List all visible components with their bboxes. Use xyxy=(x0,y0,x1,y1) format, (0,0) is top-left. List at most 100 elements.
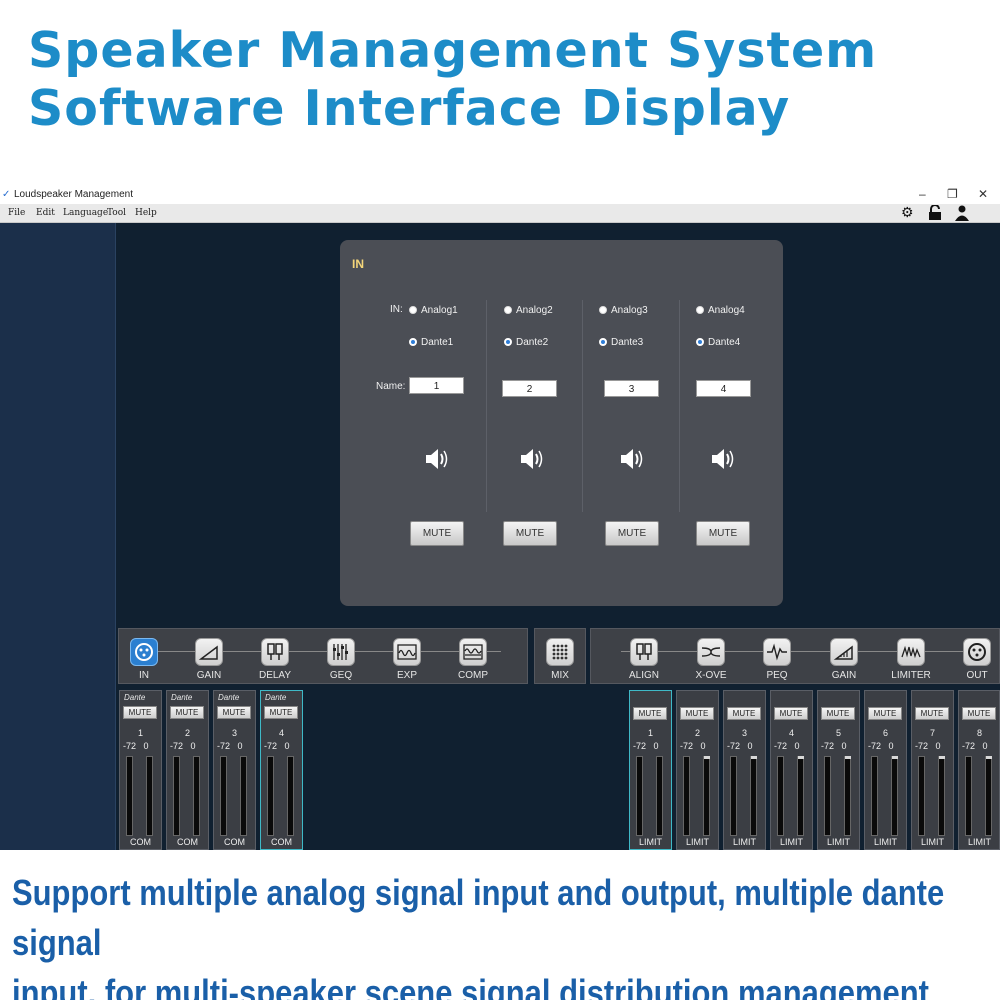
gain-fader-handle[interactable] xyxy=(751,756,757,759)
channel-mute-button[interactable]: MUTE xyxy=(821,707,855,720)
dante3-radio[interactable] xyxy=(599,338,607,346)
level-meter xyxy=(193,756,200,836)
channel-footer: COM xyxy=(177,837,198,847)
speaker-icon[interactable] xyxy=(709,445,737,473)
channel-mute-button[interactable]: MUTE xyxy=(962,707,996,720)
align-module-icon[interactable] xyxy=(630,638,658,666)
analog3-radio[interactable] xyxy=(599,306,607,314)
peq-module-icon[interactable] xyxy=(763,638,791,666)
meter-max: 0 xyxy=(237,741,243,751)
channel-footer: LIMIT xyxy=(873,837,897,847)
exp-module-icon[interactable] xyxy=(393,638,421,666)
analog4-radio[interactable] xyxy=(696,306,704,314)
speaker-icon[interactable] xyxy=(518,445,546,473)
channel-mute-button[interactable]: MUTE xyxy=(217,706,251,719)
restore-button[interactable]: ❐ xyxy=(947,187,958,201)
output-channel-strip[interactable]: MUTE 3 -72 0 LIMIT xyxy=(723,690,766,850)
dante2-radio[interactable] xyxy=(504,338,512,346)
name-field-1[interactable]: 1 xyxy=(409,377,464,394)
meter-min: -72 xyxy=(217,741,231,751)
channel-mute-button[interactable]: MUTE xyxy=(915,707,949,720)
meter-max: 0 xyxy=(935,741,941,751)
channel-number: 8 xyxy=(976,728,982,738)
output-processing-strip: ALIGN X-OVE PEQ GAIN LIMITER OUT xyxy=(590,628,1000,684)
channel-mute-button[interactable]: MUTE xyxy=(123,706,157,719)
menu-file[interactable]: File xyxy=(8,208,26,218)
gain-module-icon[interactable] xyxy=(195,638,223,666)
channel-footer: COM xyxy=(271,837,292,847)
module-label-out: OUT xyxy=(966,670,988,681)
delay-module-icon[interactable] xyxy=(261,638,289,666)
gear-icon[interactable]: ⚙ xyxy=(901,205,914,221)
level-meter xyxy=(636,756,643,836)
in-module-icon[interactable] xyxy=(130,638,158,666)
sidebar xyxy=(0,223,116,850)
channel-mute-button[interactable]: MUTE xyxy=(727,707,761,720)
name-field-2[interactable]: 2 xyxy=(502,380,557,397)
comp-module-icon[interactable] xyxy=(459,638,487,666)
minimize-button[interactable]: – xyxy=(919,187,926,201)
name-label: Name: xyxy=(376,381,406,392)
analog1-radio[interactable] xyxy=(409,306,417,314)
output-channel-strip[interactable]: MUTE 7 -72 0 LIMIT xyxy=(911,690,954,850)
name-field-3[interactable]: 3 xyxy=(604,380,659,397)
output-channel-strip[interactable]: MUTE 8 -72 0 LIMIT xyxy=(958,690,1000,850)
gain-fader-handle[interactable] xyxy=(892,756,898,759)
crossover-module-icon[interactable] xyxy=(697,638,725,666)
user-icon[interactable] xyxy=(955,205,969,225)
input-processing-strip: IN GAIN DELAY GEQ EXP COMP xyxy=(118,628,528,684)
channel-mute-button[interactable]: MUTE xyxy=(774,707,808,720)
close-button[interactable]: ✕ xyxy=(978,187,989,201)
divider xyxy=(486,300,487,512)
gain-fader-handle[interactable] xyxy=(704,756,710,759)
module-label-gain-out: GAIN xyxy=(831,670,857,681)
channel-mute-button[interactable]: MUTE xyxy=(170,706,204,719)
limiter-module-icon[interactable] xyxy=(897,638,925,666)
dante1-radio[interactable] xyxy=(409,338,417,346)
channel-mute-button[interactable]: MUTE xyxy=(633,707,667,720)
speaker-icon[interactable] xyxy=(423,445,451,473)
output-gain-module-icon[interactable] xyxy=(830,638,858,666)
name-field-4[interactable]: 4 xyxy=(696,380,751,397)
out-module-icon[interactable] xyxy=(963,638,991,666)
gain-fader-handle[interactable] xyxy=(986,756,992,759)
channel-mute-button[interactable]: MUTE xyxy=(868,707,902,720)
input-channel-strip[interactable]: Dante MUTE 4 -72 0 COM xyxy=(260,690,303,850)
level-meter xyxy=(871,756,878,836)
lock-icon[interactable] xyxy=(928,204,942,225)
output-channel-strip[interactable]: MUTE 2 -72 0 LIMIT xyxy=(676,690,719,850)
mute-button-2[interactable]: MUTE xyxy=(503,521,557,546)
channel-mute-button[interactable]: MUTE xyxy=(680,707,714,720)
gain-fader-handle[interactable] xyxy=(939,756,945,759)
gain-fader-handle[interactable] xyxy=(798,756,804,759)
output-channel-strip[interactable]: MUTE 1 -72 0 LIMIT xyxy=(629,690,672,850)
dante-badge: Dante xyxy=(218,693,240,702)
headline: Speaker Management System Software Inter… xyxy=(28,22,988,138)
gain-fader-handle[interactable] xyxy=(845,756,851,759)
menu-help[interactable]: Help xyxy=(135,208,157,218)
output-channel-strip[interactable]: MUTE 5 -72 0 LIMIT xyxy=(817,690,860,850)
meter-scale: -72 0 xyxy=(680,741,718,751)
dante4-radio[interactable] xyxy=(696,338,704,346)
mute-button-4[interactable]: MUTE xyxy=(696,521,750,546)
channel-mute-button[interactable]: MUTE xyxy=(264,706,298,719)
menu-language[interactable]: Language xyxy=(63,208,109,218)
mute-button-3[interactable]: MUTE xyxy=(605,521,659,546)
mix-module-icon[interactable] xyxy=(546,638,574,666)
menu-tool[interactable]: Tool xyxy=(107,208,127,218)
module-label-mix: MIX xyxy=(551,670,569,681)
speaker-icon[interactable] xyxy=(618,445,646,473)
input-channel-strip[interactable]: Dante MUTE 3 -72 0 COM xyxy=(213,690,256,850)
channel-number: 2 xyxy=(184,728,190,738)
input-channel-strip[interactable]: Dante MUTE 2 -72 0 COM xyxy=(166,690,209,850)
analog2-radio[interactable] xyxy=(504,306,512,314)
input-channel-strip[interactable]: Dante MUTE 1 -72 0 COM xyxy=(119,690,162,850)
meter-max: 0 xyxy=(653,741,659,751)
mute-button-1[interactable]: MUTE xyxy=(410,521,464,546)
output-channel-strip[interactable]: MUTE 6 -72 0 LIMIT xyxy=(864,690,907,850)
footer-line-1: Support multiple analog signal input and… xyxy=(12,872,945,963)
output-channel-strip[interactable]: MUTE 4 -72 0 LIMIT xyxy=(770,690,813,850)
dante-badge: Dante xyxy=(171,693,193,702)
geq-module-icon[interactable] xyxy=(327,638,355,666)
menu-edit[interactable]: Edit xyxy=(36,208,55,218)
